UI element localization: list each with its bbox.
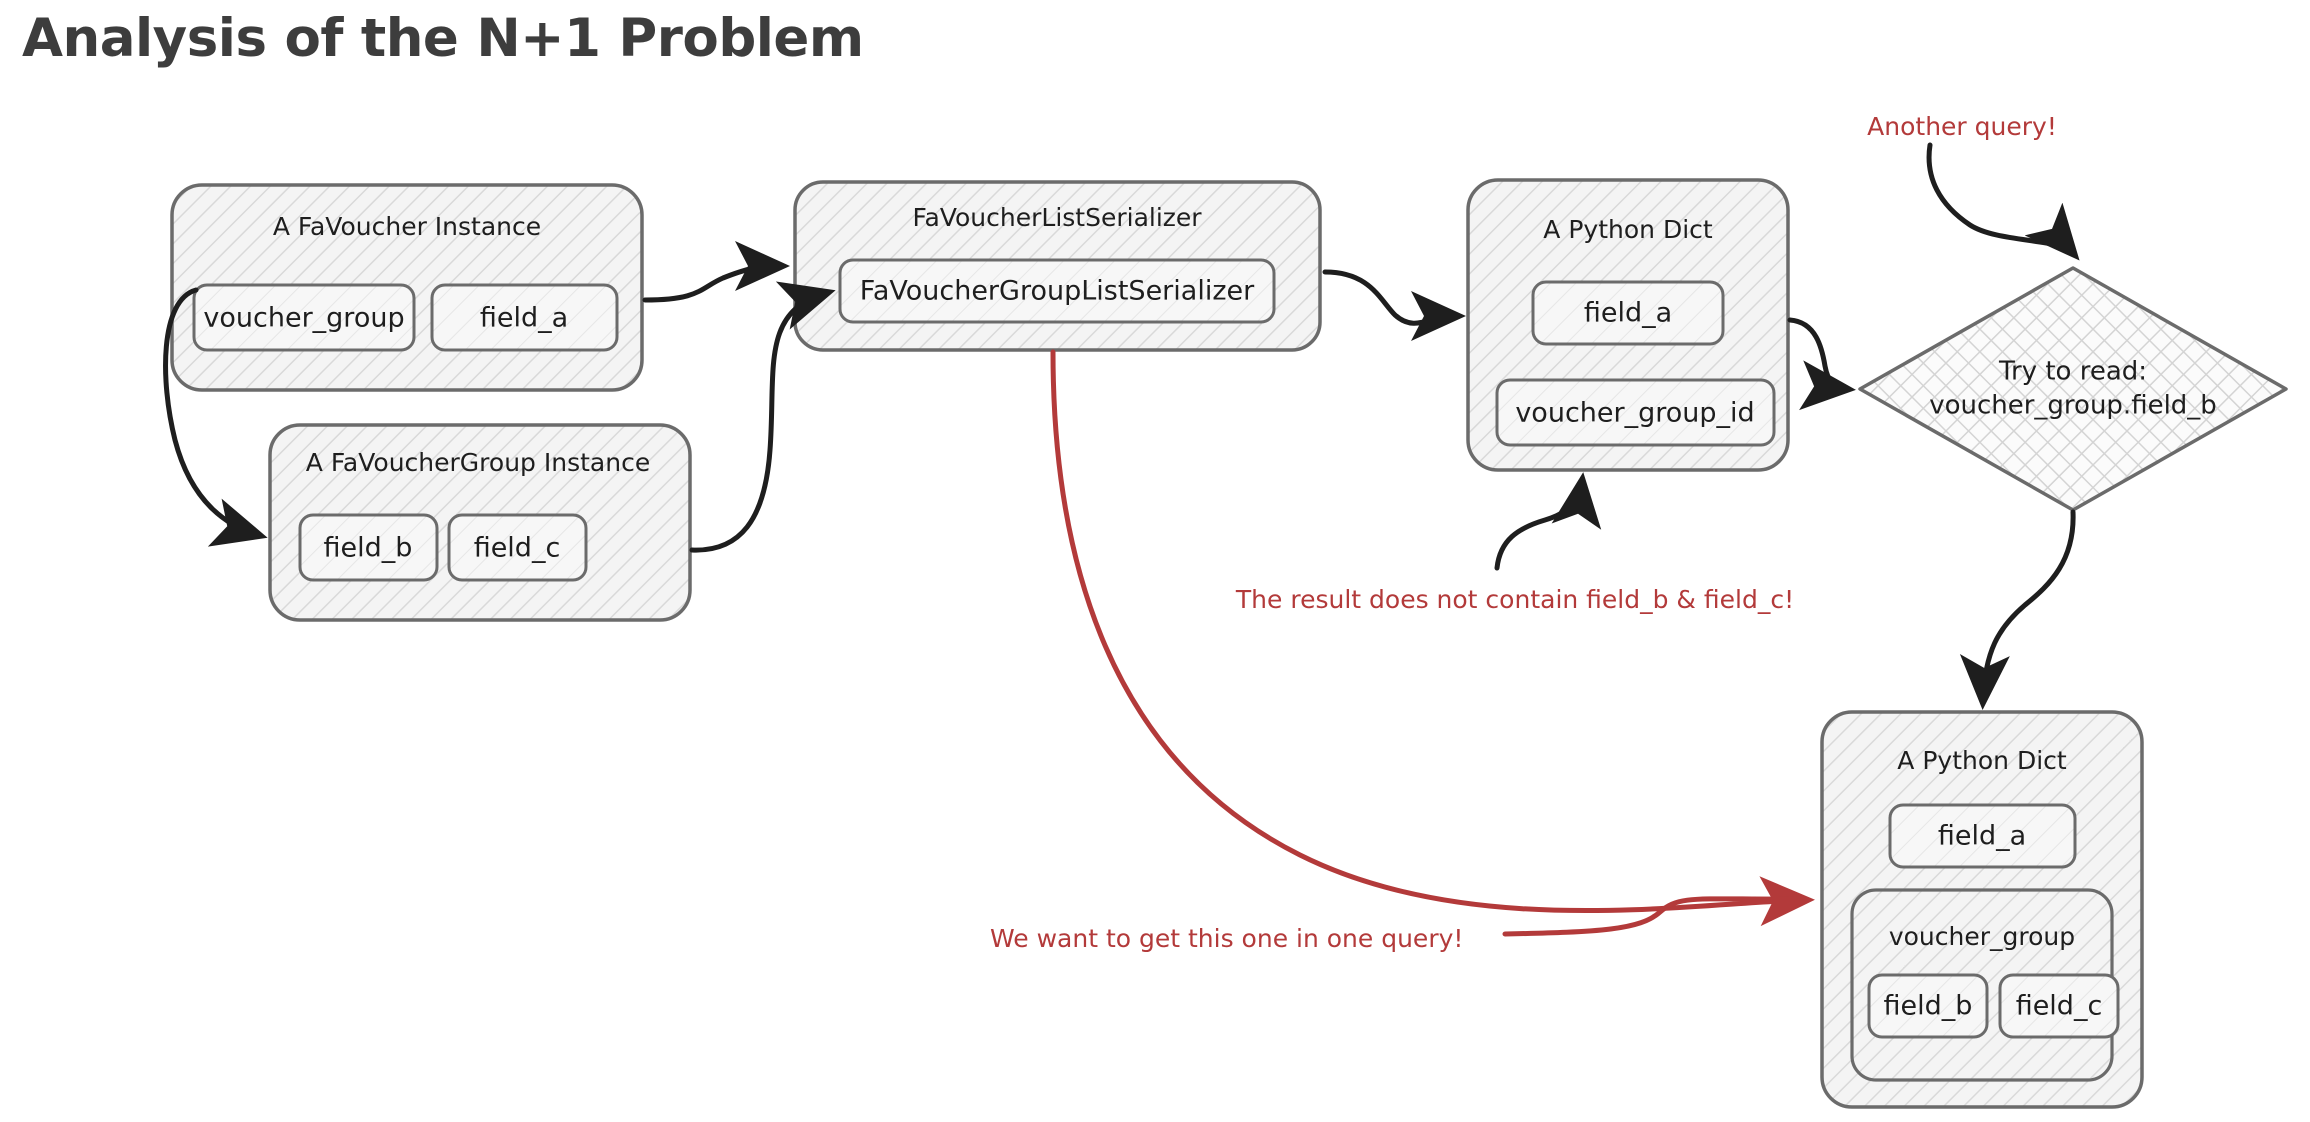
chip-voucher-group-id-box[interactable] — [1495, 378, 1776, 447]
chip-field-b-dict-bottom-label: field_b — [1884, 991, 1973, 1022]
annotation-want-one-query: We want to get this one in one query! — [990, 924, 1463, 953]
edge-dict-top-to-diamond — [1787, 317, 1856, 411]
chip-field-b-instance[interactable]: field_b — [298, 513, 439, 582]
edge-favouchergroup-to-groupserializer — [689, 281, 836, 553]
favoucher-instance-label: A FaVoucher Instance — [273, 212, 541, 241]
chip-field-a-instance-label: field_a — [480, 303, 568, 334]
favoucherlistserializer-label: FaVoucherListSerializer — [912, 203, 1202, 232]
chip-field-b-dict-bottom[interactable]: field_b — [1867, 973, 1989, 1039]
node-favoucherlistserializer[interactable]: FaVoucherListSerializer FaVoucherGroupLi… — [793, 180, 1322, 352]
chip-voucher-group[interactable]: voucher_group — [192, 283, 416, 352]
python-dict-bottom-label: A Python Dict — [1897, 746, 2067, 775]
python-dict-top-label: A Python Dict — [1543, 215, 1713, 244]
edge-want-one-query-red — [1050, 349, 1815, 927]
chip-favouchergrouplistserializer-box[interactable] — [838, 258, 1276, 324]
chip-field-b-instance-box[interactable] — [298, 513, 439, 582]
node-favoucher-instance[interactable]: A FaVoucher Instance voucher_group field… — [170, 183, 644, 392]
chip-field-a-dict-bottom-box[interactable] — [1888, 803, 2077, 869]
chip-field-a-instance-box[interactable] — [430, 283, 619, 352]
node-python-dict-bottom[interactable]: A Python Dict field_a voucher_group fiel… — [1820, 710, 2144, 1109]
edge-diamond-to-dict-bottom — [1959, 509, 2076, 710]
edge-voucher-group-to-favouchergroup — [163, 287, 268, 547]
chip-field-c-instance[interactable]: field_c — [447, 513, 588, 582]
chip-field-c-instance-label: field_c — [474, 533, 561, 564]
chip-field-a-dict-top-label: field_a — [1584, 298, 1672, 329]
chip-field-a-dict-bottom[interactable]: field_a — [1888, 803, 2077, 869]
node-favouchergroup-instance[interactable]: A FaVoucherGroup Instance field_b field_… — [268, 423, 692, 622]
group-voucher-group-nested[interactable]: voucher_group field_b field_c — [1850, 888, 2120, 1082]
chip-voucher-group-id-label: voucher_group_id — [1515, 398, 1754, 429]
chip-field-c-instance-box[interactable] — [447, 513, 588, 582]
chip-field-b-instance-label: field_b — [324, 533, 413, 564]
edge-serializer-to-dict-top — [1322, 269, 1466, 342]
chip-field-b-dict-bottom-box[interactable] — [1867, 973, 1989, 1039]
chip-field-a-instance[interactable]: field_a — [430, 283, 619, 352]
node-try-to-read[interactable]: Try to read: voucher_group.field_b — [1858, 266, 2288, 512]
annotation-another-query-arrow — [1926, 142, 2080, 261]
page-title: Analysis of the N+1 Problem — [22, 8, 864, 69]
chip-voucher-group-box[interactable] — [192, 283, 416, 352]
annotation-another-query: Another query! — [1867, 112, 2057, 141]
node-python-dict-top[interactable]: A Python Dict field_a voucher_group_id — [1466, 178, 1790, 472]
try-to-read-line1: Try to read: — [1998, 357, 2147, 387]
chip-field-a-dict-bottom-label: field_a — [1938, 821, 2026, 852]
chip-voucher-group-id[interactable]: voucher_group_id — [1495, 378, 1776, 447]
annotation-result-missing: The result does not contain field_b & fi… — [1235, 585, 1794, 614]
try-to-read-line2: voucher_group.field_b — [1929, 391, 2217, 421]
annotation-want-one-query-connector — [1502, 896, 1808, 937]
edge-favoucher-to-serializer — [642, 241, 790, 303]
chip-field-a-dict-top[interactable]: field_a — [1531, 280, 1725, 346]
try-to-read-diamond[interactable] — [1858, 266, 2288, 512]
chip-field-c-dict-bottom-label: field_c — [2016, 991, 2103, 1022]
chip-favouchergrouplistserializer-label: FaVoucherGroupListSerializer — [860, 276, 1255, 307]
favouchergroup-instance-label: A FaVoucherGroup Instance — [306, 448, 650, 477]
chip-voucher-group-label: voucher_group — [203, 303, 404, 334]
chip-field-c-dict-bottom-box[interactable] — [1998, 973, 2120, 1039]
chip-favouchergrouplistserializer[interactable]: FaVoucherGroupListSerializer — [838, 258, 1276, 324]
annotation-result-missing-arrow — [1494, 472, 1602, 571]
chip-field-a-dict-top-box[interactable] — [1531, 280, 1725, 346]
voucher-group-nested-label: voucher_group — [1889, 922, 2075, 951]
chip-field-c-dict-bottom[interactable]: field_c — [1998, 973, 2120, 1039]
